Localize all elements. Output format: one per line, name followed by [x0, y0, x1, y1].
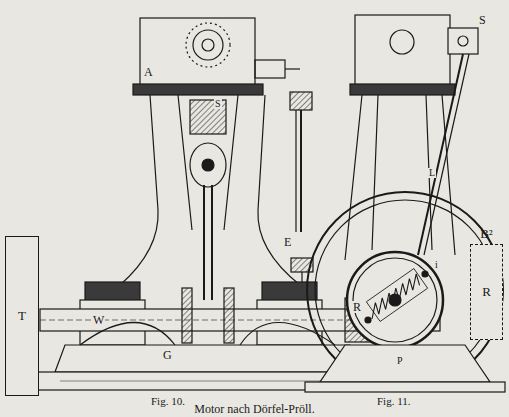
figure-number: Fig. 10.: [150, 396, 186, 407]
part-letter: S: [214, 99, 222, 109]
side-view: [305, 15, 505, 392]
spring-housing: [366, 269, 427, 322]
part-letter: S: [478, 14, 487, 26]
part-letter: P: [396, 356, 404, 366]
part-letter: W: [92, 314, 105, 326]
part-letter: L: [428, 168, 436, 178]
part-letter: R: [471, 285, 502, 298]
part-letter: B²: [471, 227, 502, 240]
figure-number: Fig. 11.: [376, 396, 412, 407]
part-letter: i: [434, 260, 439, 270]
part-letter: E: [283, 236, 292, 248]
part-letter: A: [143, 66, 154, 78]
caption: Motor nach Dörfel-Pröll.: [0, 402, 509, 417]
dashed-box: B²R: [470, 244, 503, 340]
part-letter: G: [162, 349, 173, 361]
part-letter: R: [352, 301, 362, 313]
flywheel-edge: T: [5, 236, 39, 396]
part-letter: T: [6, 309, 38, 322]
spring-coil: [372, 274, 420, 319]
